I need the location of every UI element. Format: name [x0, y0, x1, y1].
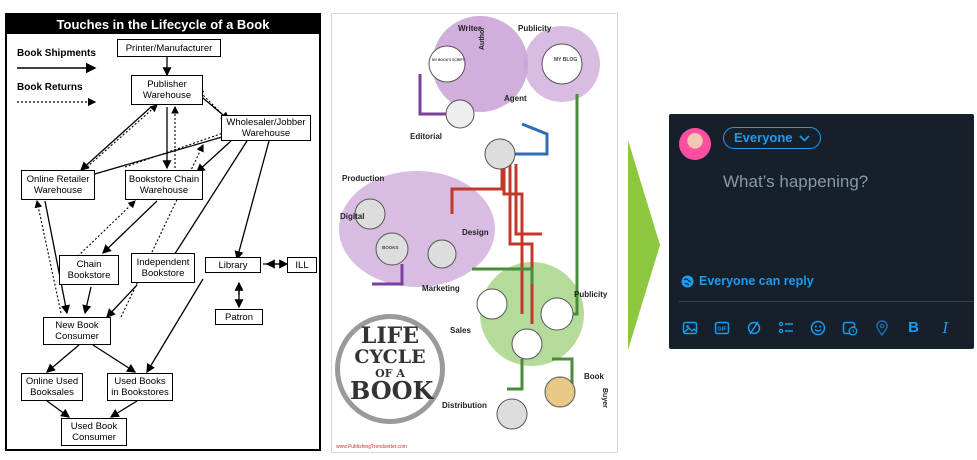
- chevron-right-icon: [628, 140, 660, 350]
- legend-shipments: Book Shipments: [17, 48, 96, 59]
- stage-sales: Sales: [450, 326, 471, 335]
- poster-title-line-3: OF A: [375, 367, 405, 380]
- compose-toolbar: GIF B I: [679, 317, 956, 338]
- gif-label: GIF: [717, 326, 727, 332]
- audience-label: Everyone: [734, 130, 793, 145]
- stage-publicity-top: Publicity: [518, 24, 552, 33]
- node-new-book-consumer: New Book Consumer: [43, 317, 111, 345]
- poster-title-line-4: BOOK: [350, 376, 434, 405]
- node-chain-bookstore: Chain Bookstore: [59, 255, 119, 285]
- image-icon[interactable]: [679, 317, 700, 338]
- audience-button[interactable]: Everyone: [723, 127, 821, 149]
- stage-design: Design: [462, 228, 489, 237]
- node-used-bookstores: Used Books in Bookstores: [107, 373, 173, 401]
- poster-title-line-2: CYCLE: [354, 346, 426, 368]
- node-library: Library: [205, 257, 261, 273]
- node-wholesaler: Wholesaler/Jobber Warehouse: [221, 115, 311, 141]
- lifecycle-poster: Writer Author Publicity Agent Editorial …: [331, 13, 618, 453]
- legend-returns: Book Returns: [17, 82, 83, 93]
- list-icon[interactable]: [775, 317, 796, 338]
- diagram-connectors: [17, 57, 291, 418]
- poster-title: LIFE CYCLE OF A BOOK: [350, 323, 434, 405]
- diagram-title: Touches in the Lifecycle of a Book: [7, 15, 319, 34]
- stage-publicity-mid: Publicity: [574, 290, 608, 299]
- stage-agent: Agent: [504, 94, 527, 103]
- stage-author: Author: [479, 27, 486, 50]
- node-publisher-warehouse: Publisher Warehouse: [131, 75, 203, 105]
- node-online-retailer: Online Retailer Warehouse: [21, 170, 95, 200]
- globe-icon: [681, 275, 694, 287]
- gif-icon[interactable]: GIF: [711, 317, 732, 338]
- badge-my-script: MY BOOK'S SCRIPT: [432, 58, 465, 62]
- poster-artwork: [335, 16, 600, 430]
- poster-url: www.PublishingTrendsetter.com: [336, 444, 407, 450]
- stage-digital: Digital: [340, 212, 365, 221]
- compose-input[interactable]: [723, 172, 953, 192]
- chevron-down-icon: [798, 134, 810, 142]
- divider: [679, 301, 974, 302]
- node-patron: Patron: [215, 309, 263, 325]
- node-used-consumer: Used Book Consumer: [61, 418, 127, 446]
- stage-distribution: Distribution: [442, 401, 487, 410]
- stage-production: Production: [342, 174, 385, 183]
- node-online-used: Online Used Booksales: [21, 373, 83, 401]
- node-ill: ILL: [287, 257, 317, 273]
- stage-editorial: Editorial: [410, 132, 443, 141]
- node-independent-bookstore: Independent Bookstore: [131, 253, 195, 283]
- poll-icon[interactable]: [743, 317, 764, 338]
- schedule-icon[interactable]: [839, 317, 860, 338]
- reply-setting-button[interactable]: Everyone can reply: [681, 274, 814, 288]
- reply-setting-label: Everyone can reply: [699, 274, 814, 288]
- stage-writer: Writer: [458, 24, 481, 33]
- italic-icon[interactable]: I: [942, 318, 949, 337]
- node-printer: Printer/Manufacturer: [117, 39, 221, 57]
- stage-marketing: Marketing: [422, 284, 460, 293]
- badge-my-blog: MY BLOG: [554, 57, 578, 63]
- bold-icon[interactable]: B: [908, 319, 919, 336]
- emoji-icon[interactable]: [807, 317, 828, 338]
- avatar[interactable]: [679, 128, 711, 160]
- compose-box: Everyone Everyone can reply GIF: [669, 114, 974, 349]
- lifecycle-diagram: Touches in the Lifecycle of a Book: [5, 13, 321, 451]
- stage-buyer: Buyer: [601, 388, 608, 408]
- poster-title-line-1: LIFE: [360, 323, 420, 349]
- node-chain-warehouse: Bookstore Chain Warehouse: [125, 170, 203, 200]
- badge-books: BOOKS: [382, 245, 399, 250]
- stage-book: Book: [584, 372, 604, 381]
- location-icon[interactable]: [871, 317, 892, 338]
